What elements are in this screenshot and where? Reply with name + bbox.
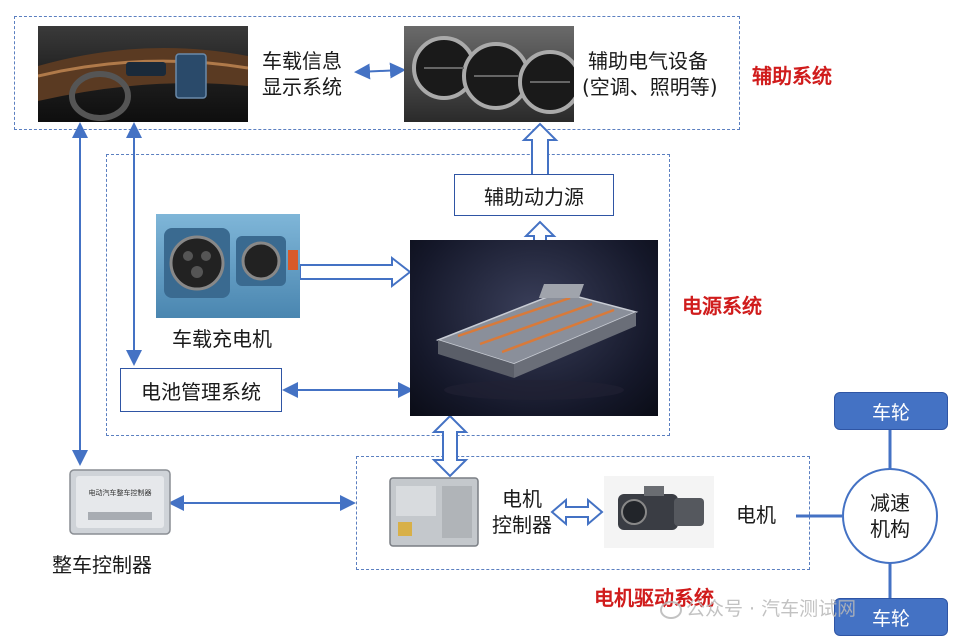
motor-label: 电机 bbox=[736, 503, 776, 527]
aux-equipment-line-2: (空调、照明等) bbox=[582, 75, 718, 99]
reduction-label-1: 减速 bbox=[870, 491, 910, 515]
motor-controller-line-1: 电机 bbox=[502, 487, 542, 511]
power-system-frame bbox=[106, 154, 670, 436]
vcu-image: 电动汽车整车控制器 bbox=[68, 466, 172, 538]
aux-system-title: 辅助系统 bbox=[752, 64, 832, 88]
reduction-circle: 减速 机构 bbox=[842, 468, 938, 564]
arrow-display-aux bbox=[354, 62, 406, 80]
battery-pack-image bbox=[410, 240, 658, 416]
dashboard-image bbox=[38, 26, 248, 122]
hollow-arrow-controller-motor bbox=[550, 497, 604, 527]
wheel-top: 车轮 bbox=[834, 392, 948, 430]
hollow-arrow-battery-drive bbox=[431, 414, 469, 478]
display-system-line-2: 显示系统 bbox=[262, 75, 342, 99]
charger-image bbox=[156, 214, 300, 318]
drive-system-frame bbox=[356, 456, 810, 570]
aux-equipment-label: 辅助电气设备 (空调、照明等) bbox=[582, 48, 718, 100]
hollow-arrow-auxpower-equipment bbox=[521, 122, 559, 177]
motor-controller-line-2: 控制器 bbox=[492, 513, 552, 537]
wechat-icon bbox=[660, 600, 682, 619]
hollow-arrow-charger-battery bbox=[299, 255, 412, 289]
vcu-label: 整车控制器 bbox=[52, 553, 152, 577]
wheel-bottom: 车轮 bbox=[834, 598, 948, 636]
reduction-label-2: 机构 bbox=[870, 517, 910, 541]
bms-box: 电池管理系统 bbox=[120, 368, 282, 412]
air-vent-image bbox=[404, 26, 574, 122]
motor-controller-image bbox=[388, 476, 480, 548]
motor-image bbox=[604, 476, 714, 548]
power-system-title: 电源系统 bbox=[682, 294, 762, 318]
display-system-label: 车载信息 显示系统 bbox=[262, 48, 342, 100]
watermark-text: 公众号 · 汽车测试网 bbox=[686, 598, 857, 620]
charger-label: 车载充电机 bbox=[172, 327, 272, 351]
motor-controller-label: 电机 控制器 bbox=[492, 486, 552, 538]
display-system-line-1: 车载信息 bbox=[262, 49, 342, 73]
aux-system-frame bbox=[14, 16, 740, 130]
drive-system-title: 电机驱动系统 bbox=[594, 586, 714, 610]
watermark: 公众号 · 汽车测试网 bbox=[660, 594, 856, 621]
aux-equipment-line-1: 辅助电气设备 bbox=[588, 49, 708, 73]
aux-power-box: 辅助动力源 bbox=[454, 174, 614, 216]
vcu-chip-text: 电动汽车整车控制器 bbox=[88, 489, 152, 497]
